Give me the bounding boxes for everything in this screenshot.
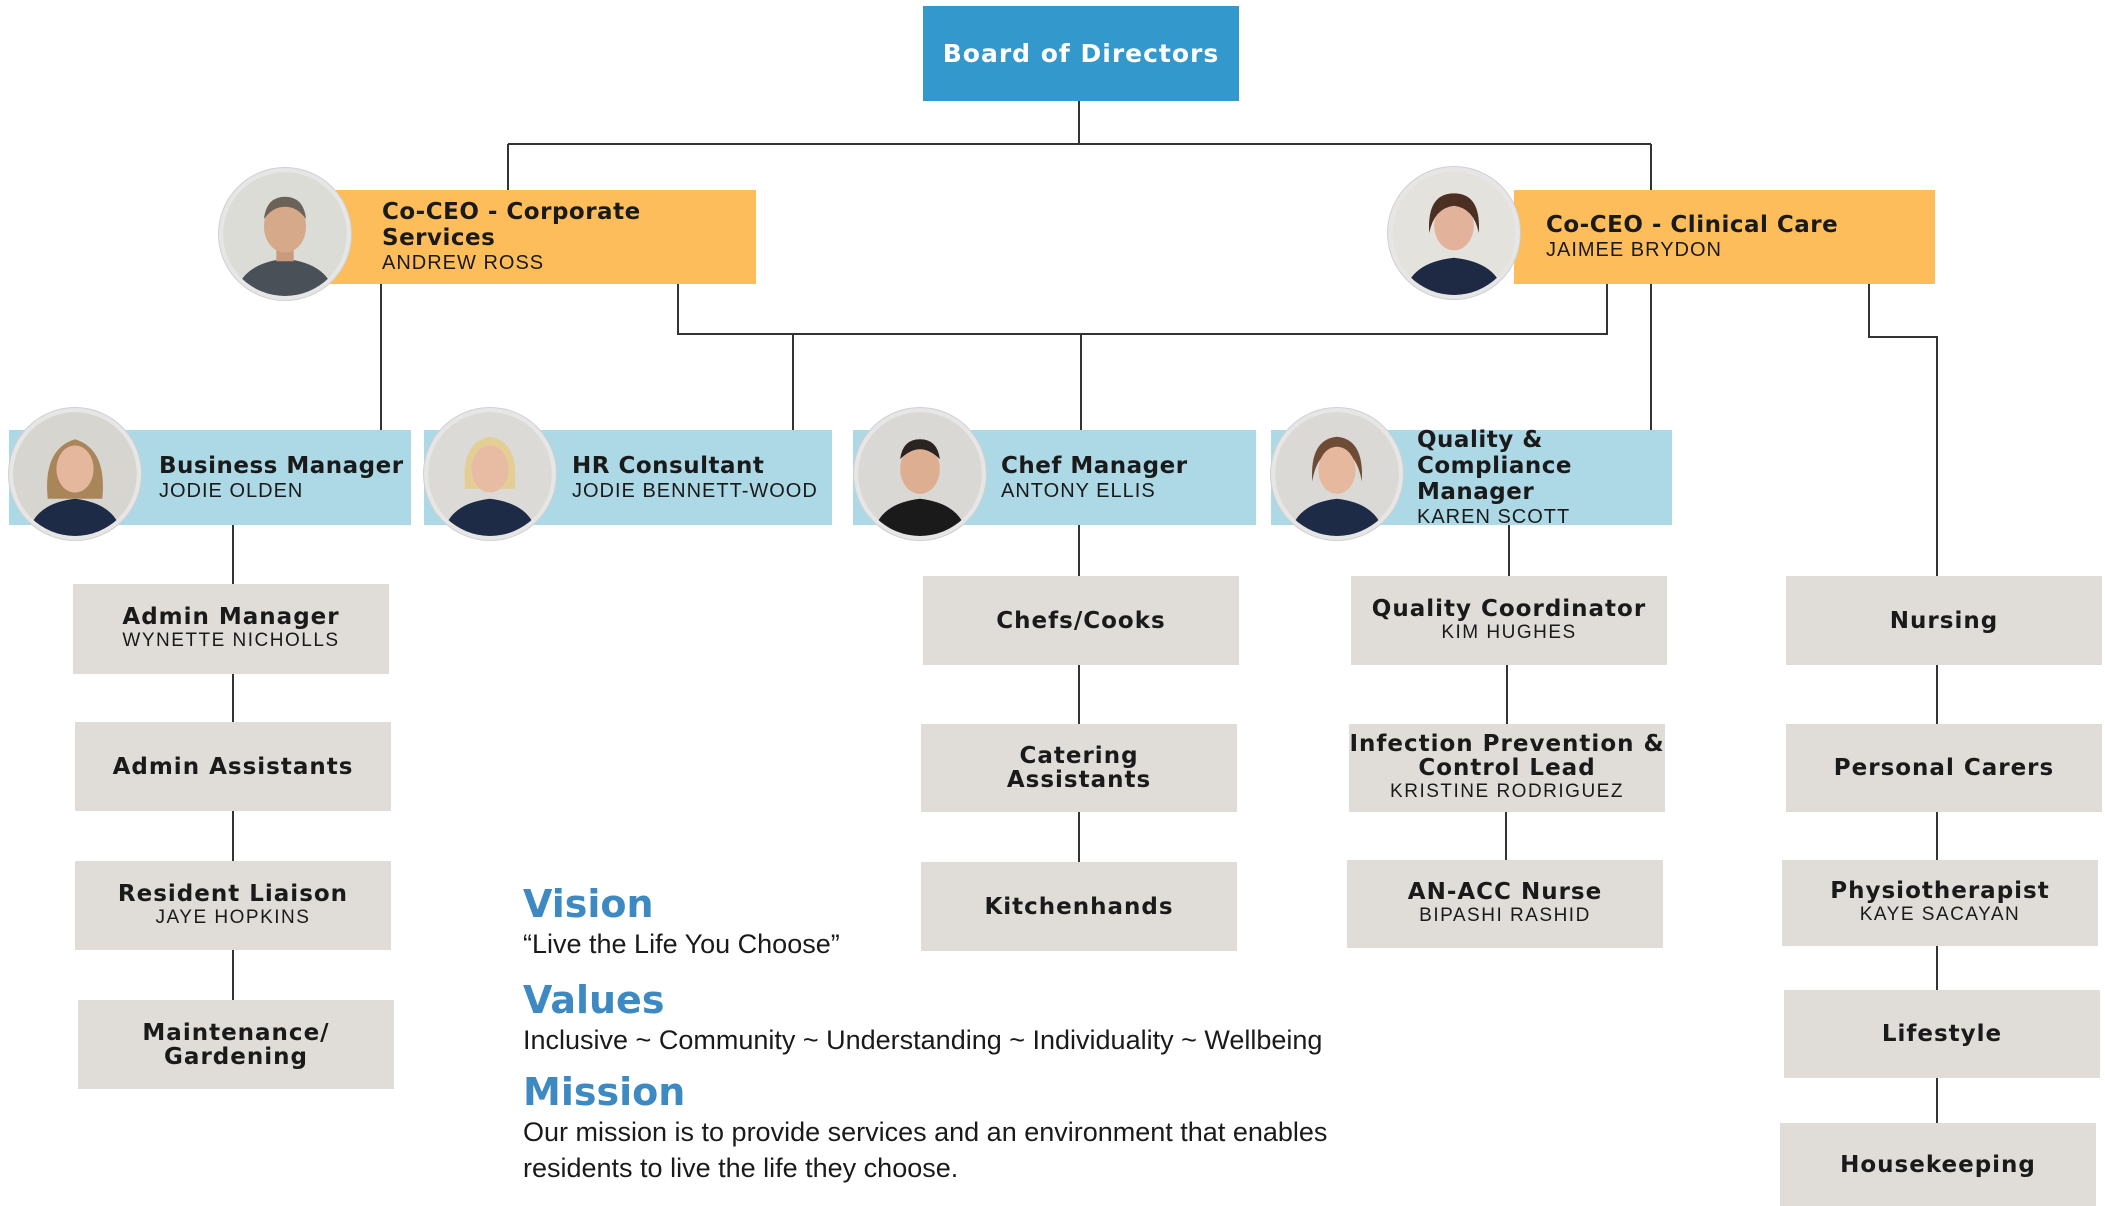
maintenance-gardening-box: Maintenance/ Gardening	[78, 1000, 394, 1089]
person-photo-icon	[428, 412, 552, 536]
vision-section: Vision “Live the Life You Choose”	[523, 882, 1423, 962]
business-manager-title: Business Manager	[159, 452, 404, 479]
resident-liaison-box: Resident Liaison JAYE HOPKINS	[75, 861, 391, 950]
personal-carers-title: Personal Carers	[1833, 755, 2055, 781]
quality-coordinator-title: Quality Coordinator	[1371, 595, 1647, 622]
catering-assistants-box: Catering Assistants	[921, 724, 1237, 812]
housekeeping-box: Housekeeping	[1780, 1123, 2096, 1206]
ceo-clinical-box: Co-CEO - Clinical Care JAIMEE BRYDON	[1514, 190, 1935, 284]
hr-consultant-title: HR Consultant	[572, 452, 765, 479]
mission-text-line2: residents to live the life they choose.	[523, 1153, 959, 1183]
personal-carers-box: Personal Carers	[1786, 724, 2102, 812]
admin-assistants-title: Admin Assistants	[112, 753, 354, 780]
chefs-cooks-box: Chefs/Cooks	[923, 576, 1239, 665]
quality-coordinator-name: KIM HUGHES	[1441, 621, 1577, 643]
values-text: Inclusive ~ Community ~ Understanding ~ …	[523, 1025, 1323, 1055]
an-acc-nurse-box: AN-ACC Nurse BIPASHI RASHID	[1347, 860, 1663, 948]
an-acc-nurse-name: BIPASHI RASHID	[1419, 905, 1591, 926]
quality-manager-name: KAREN SCOTT	[1417, 505, 1571, 528]
lifestyle-title: Lifestyle	[1881, 1021, 2003, 1047]
nursing-title: Nursing	[1889, 607, 1999, 634]
hr-consultant-name: JODIE BENNETT-WOOD	[572, 479, 818, 502]
ceo-corporate-avatar	[219, 168, 351, 300]
business-manager-avatar	[9, 408, 141, 540]
chef-manager-name: ANTONY ELLIS	[1001, 479, 1156, 502]
infection-lead-name: KRISTINE RODRIGUEZ	[1390, 781, 1624, 802]
infection-title-line1: Infection Prevention &	[1349, 731, 1665, 757]
ceo-clinical-name: JAIMEE BRYDON	[1546, 239, 1722, 261]
admin-manager-box: Admin Manager WYNETTE NICHOLLS	[73, 584, 389, 674]
person-photo-icon	[13, 412, 137, 536]
person-photo-icon	[858, 412, 982, 536]
quality-coordinator-box: Quality Coordinator KIM HUGHES	[1351, 576, 1667, 665]
lifestyle-box: Lifestyle	[1784, 990, 2100, 1078]
infection-prevention-box: Infection Prevention & Control Lead KRIS…	[1349, 724, 1665, 812]
values-section: Values Inclusive ~ Community ~ Understan…	[523, 978, 1423, 1058]
kitchenhands-box: Kitchenhands	[921, 862, 1237, 951]
chef-manager-avatar	[854, 408, 986, 540]
quality-manager-title-line1: Quality &	[1417, 426, 1543, 453]
maintenance-title-line2: Gardening	[164, 1043, 308, 1070]
hr-consultant-avatar	[424, 408, 556, 540]
board-title: Board of Directors	[942, 39, 1220, 68]
person-photo-icon	[223, 172, 347, 296]
values-heading: Values	[523, 978, 665, 1022]
mission-section: Mission Our mission is to provide servic…	[523, 1070, 1423, 1186]
admin-manager-title: Admin Manager	[122, 604, 340, 630]
physiotherapist-name: KAYE SACAYAN	[1859, 904, 2021, 925]
ceo-clinical-avatar	[1388, 167, 1520, 299]
resident-liaison-name: JAYE HOPKINS	[155, 906, 311, 928]
ceo-corporate-title: Co-CEO - Corporate Services	[382, 199, 641, 251]
quality-manager-title-line2: Compliance Manager	[1417, 452, 1573, 505]
ceo-corporate-name: ANDREW ROSS	[382, 252, 545, 274]
business-manager-name: JODIE OLDEN	[159, 479, 304, 502]
catering-title-line2: Assistants	[1006, 767, 1152, 793]
person-photo-icon	[1392, 171, 1516, 295]
physiotherapist-box: Physiotherapist KAYE SACAYAN	[1782, 860, 2098, 946]
mission-heading: Mission	[523, 1070, 686, 1114]
physiotherapist-title: Physiotherapist	[1830, 878, 2050, 904]
catering-title-line1: Catering	[1019, 743, 1139, 769]
maintenance-title-line1: Maintenance/	[142, 1019, 330, 1046]
ceo-clinical-title: Co-CEO - Clinical Care	[1546, 212, 1839, 238]
person-photo-icon	[1275, 412, 1399, 536]
an-acc-nurse-title: AN-ACC Nurse	[1407, 879, 1603, 905]
kitchenhands-title: Kitchenhands	[984, 893, 1174, 920]
resident-liaison-title: Resident Liaison	[117, 880, 349, 907]
mission-text-line1: Our mission is to provide services and a…	[523, 1117, 1328, 1147]
chef-manager-title: Chef Manager	[1001, 452, 1188, 479]
vision-heading: Vision	[523, 882, 654, 926]
vision-text: “Live the Life You Choose”	[523, 929, 840, 959]
admin-assistants-box: Admin Assistants	[75, 722, 391, 811]
quality-manager-avatar	[1271, 408, 1403, 540]
nursing-box: Nursing	[1786, 576, 2102, 665]
admin-manager-name: WYNETTE NICHOLLS	[122, 630, 340, 651]
infection-title-line2: Control Lead	[1418, 755, 1596, 781]
chefs-cooks-title: Chefs/Cooks	[996, 607, 1166, 634]
housekeeping-title: Housekeeping	[1840, 1151, 2036, 1178]
board-of-directors-box: Board of Directors	[923, 6, 1239, 101]
